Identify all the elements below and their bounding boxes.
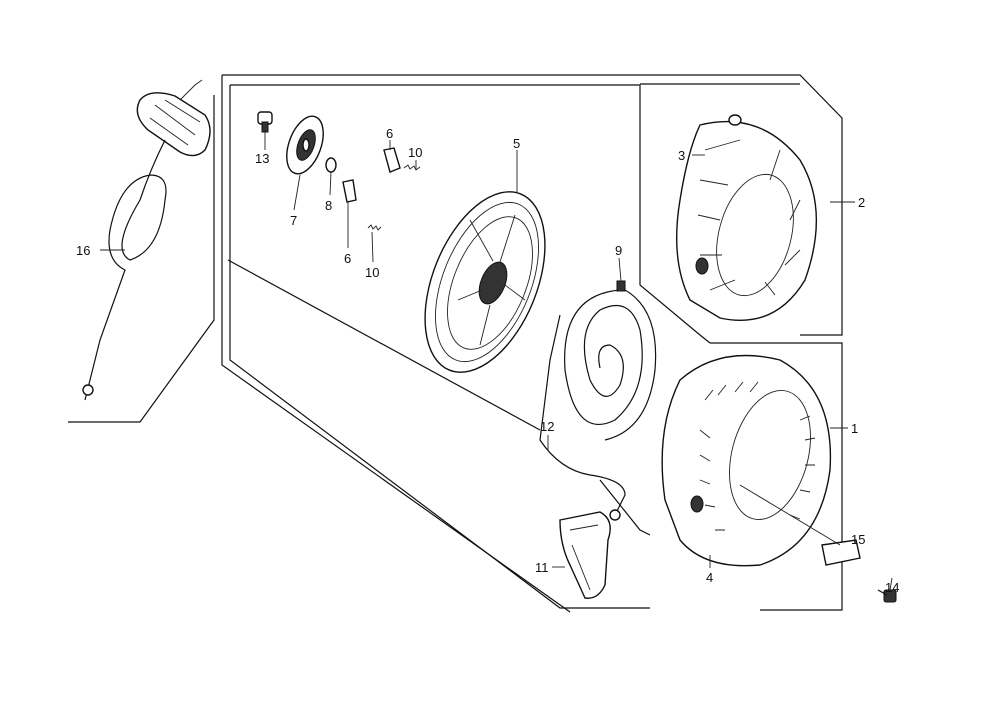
callout-7: 7: [290, 213, 297, 228]
leader-lines: [100, 132, 893, 591]
callout-8: 8: [325, 198, 332, 213]
callout-5: 5: [513, 136, 520, 151]
spring-part-10b: [367, 224, 382, 231]
starter-case-part-1: [661, 354, 832, 567]
rope-knot: [609, 509, 621, 521]
callout-14: 14: [885, 580, 899, 595]
callout-6-upper: 6: [386, 126, 393, 141]
callout-16: 16: [76, 243, 90, 258]
collar-part-15: [821, 539, 861, 566]
callout-9: 9: [615, 243, 622, 258]
ratchet-part-6b: [342, 179, 357, 203]
starter-grip-and-rope: [82, 79, 211, 401]
callout-2: 2: [858, 195, 865, 210]
spring-part-10a: [403, 164, 421, 171]
callout-10-lower: 10: [365, 265, 379, 280]
callout-13: 13: [255, 151, 269, 166]
reel-pulley-part-5: [424, 191, 546, 373]
rope-guide-part-11: [559, 511, 611, 599]
callout-12: 12: [540, 419, 554, 434]
recoil-spring-part-9: [564, 280, 657, 441]
callout-3: 3: [678, 148, 685, 163]
ratchet-part-6a: [383, 147, 401, 173]
assembly-frame-lines: [68, 74, 843, 613]
callout-10-upper: 10: [408, 145, 422, 160]
starter-rope-part-12: [539, 314, 626, 516]
callout-1: 1: [851, 421, 858, 436]
callout-11: 11: [535, 560, 549, 575]
ratchet-plate-part-7: [286, 115, 324, 175]
callout-4: 4: [706, 570, 713, 585]
washer-part-8: [325, 157, 337, 173]
callout-6-lower: 6: [344, 251, 351, 266]
callout-15: 15: [851, 532, 865, 547]
bolt-part-13: [257, 111, 273, 133]
outer-cover-part-2: [675, 114, 817, 322]
